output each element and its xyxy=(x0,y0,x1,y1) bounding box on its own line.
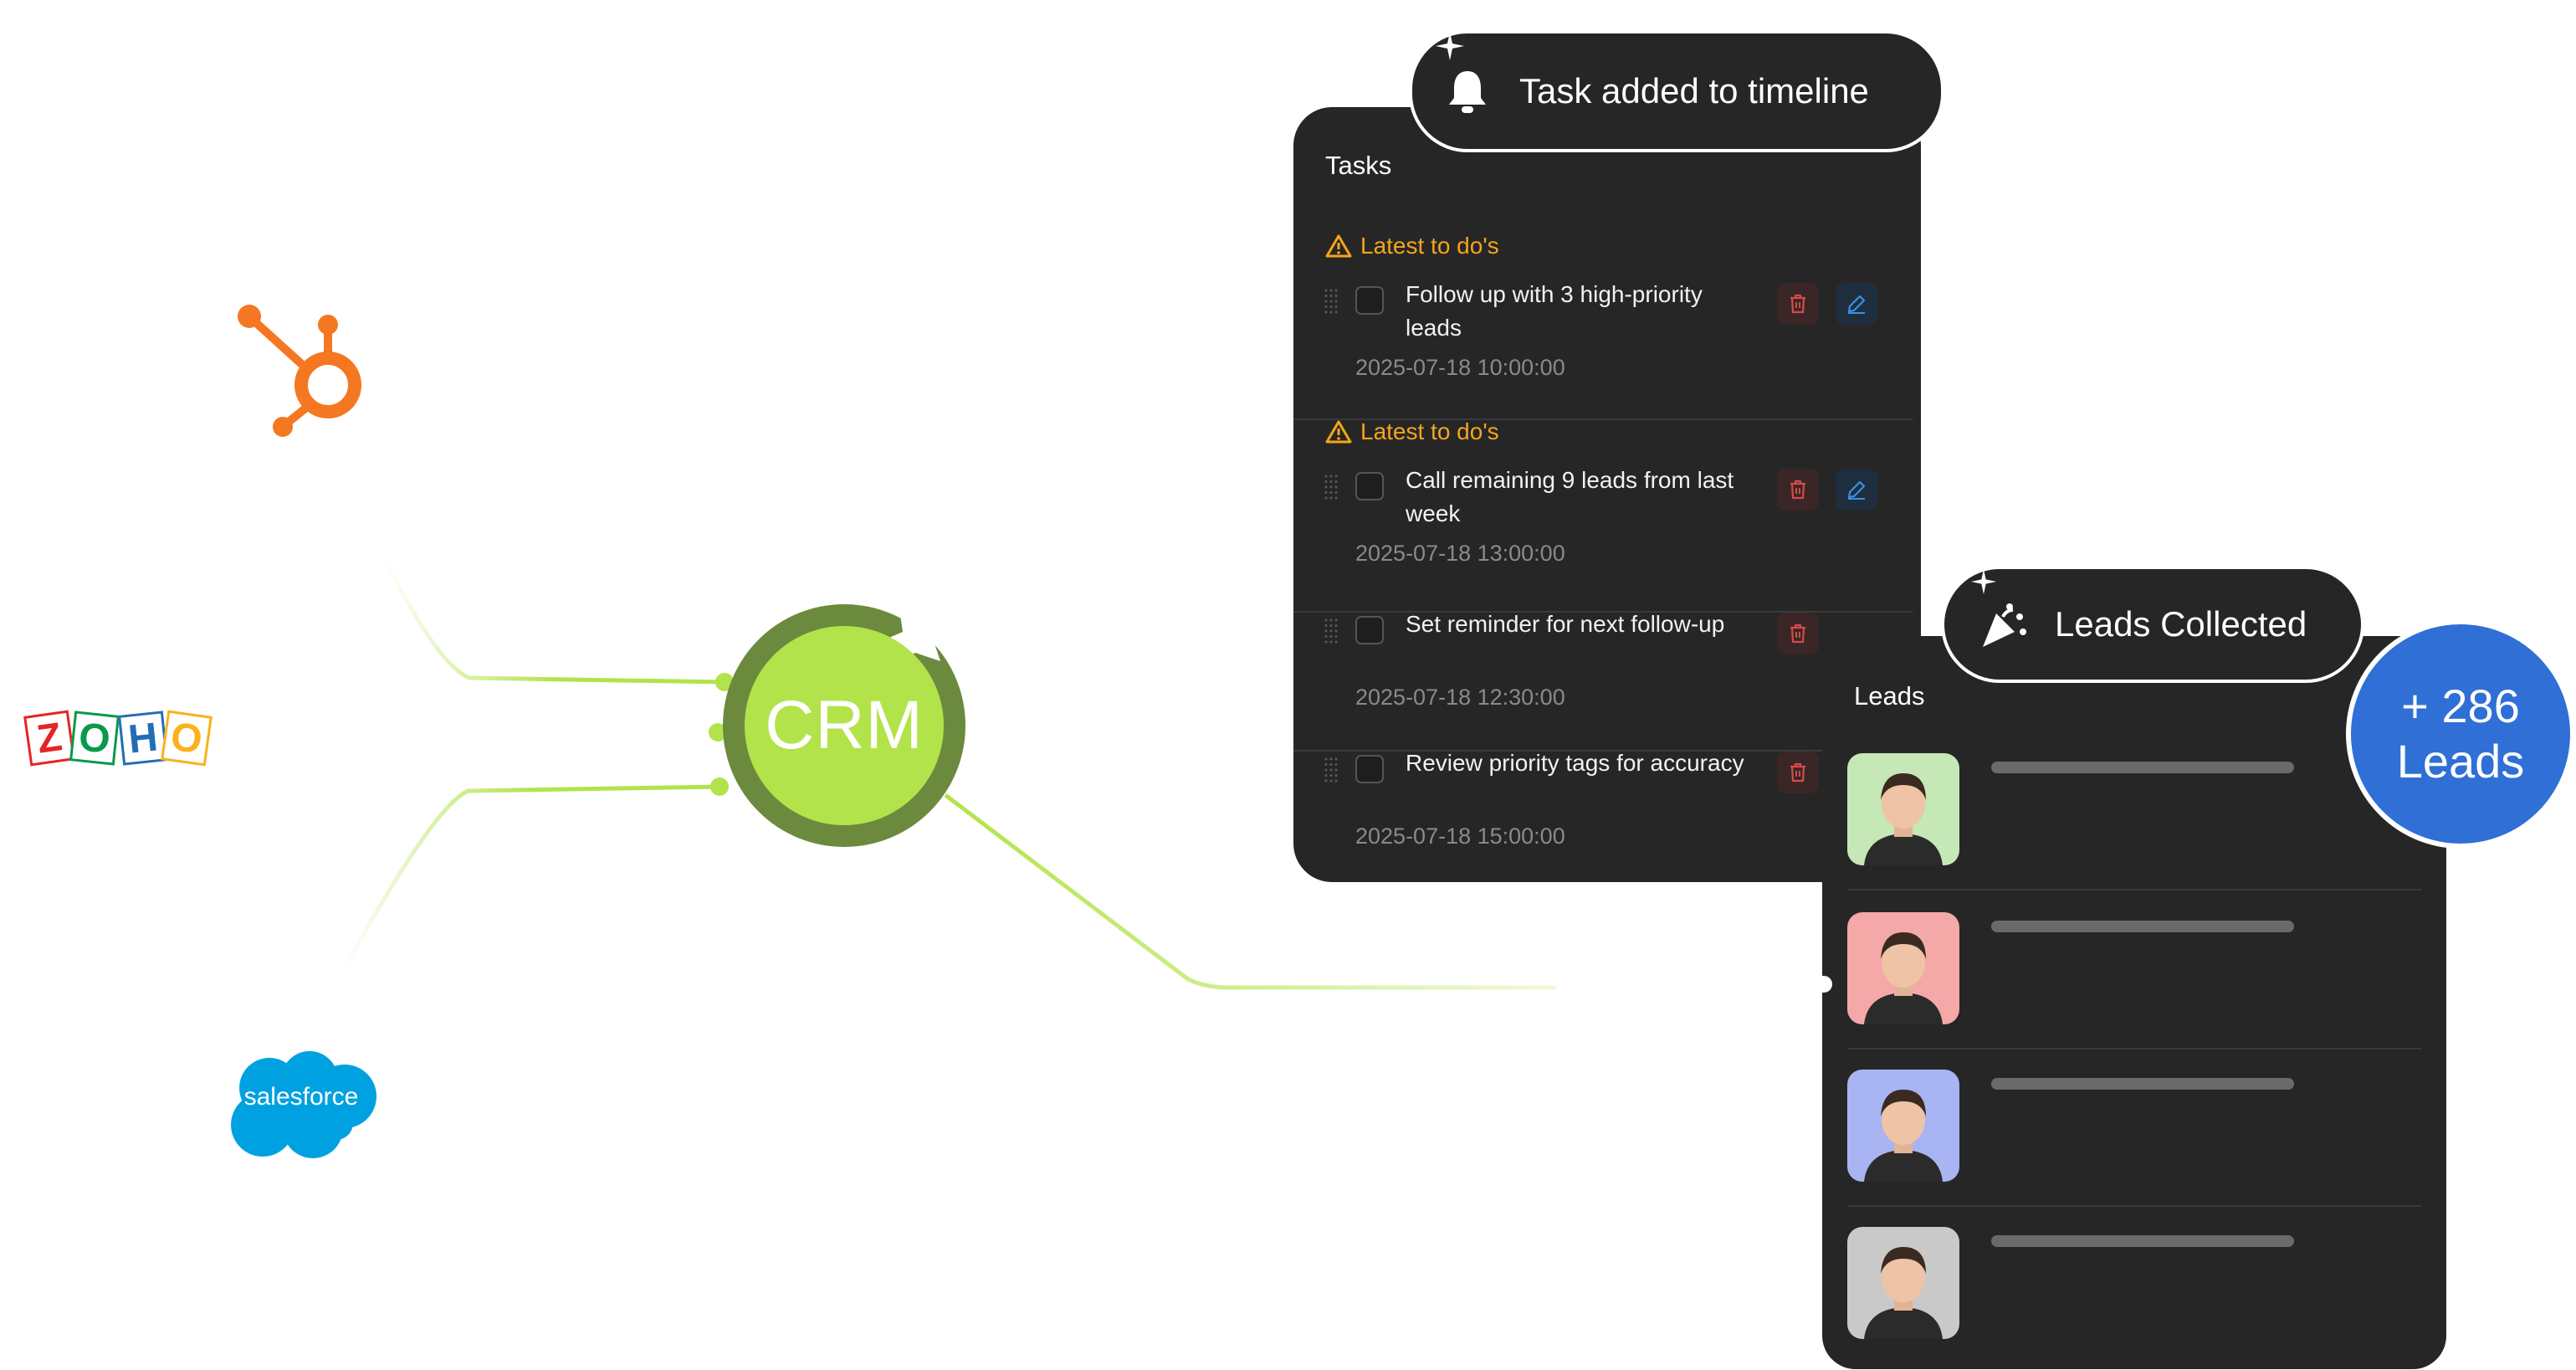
lead-avatar xyxy=(1847,1227,1959,1339)
lead-name-placeholder xyxy=(1991,762,2294,773)
lead-name-placeholder xyxy=(1991,921,2294,932)
leads-count-badge: + 286 Leads xyxy=(2346,619,2575,849)
task-item: Set reminder for next follow-up 2025-07-1… xyxy=(1293,609,1921,748)
lead-name-placeholder xyxy=(1991,1235,2294,1247)
task-time: 2025-07-18 15:00:00 xyxy=(1355,824,1565,849)
task-checkbox[interactable] xyxy=(1355,472,1384,500)
trash-icon xyxy=(1790,623,1805,644)
zoho-letter-tile: O xyxy=(161,710,213,767)
sparkle-icon xyxy=(1971,569,1996,594)
task-divider xyxy=(1293,418,1913,420)
pencil-icon xyxy=(1847,480,1866,500)
tasks-title: Tasks xyxy=(1325,151,1392,180)
lead-row[interactable] xyxy=(1847,753,2421,870)
warning-triangle-icon xyxy=(1325,234,1352,258)
task-warning: Latest to do's xyxy=(1325,233,1499,259)
leads-collected-notification[interactable]: Leads Collected xyxy=(1941,566,2364,683)
sparkle-icon xyxy=(1436,32,1464,60)
person-avatar-icon xyxy=(1864,932,1943,1024)
party-popper-icon xyxy=(1983,603,2026,647)
task-title: Review priority tags for accuracy xyxy=(1406,750,1744,776)
lead-divider xyxy=(1847,889,2421,890)
task-title: Call remaining 9 leads from last week xyxy=(1406,467,1734,526)
zoho-letter-tile: O xyxy=(69,711,120,766)
task-checkbox[interactable] xyxy=(1355,286,1384,315)
warning-triangle-icon xyxy=(1325,420,1352,444)
lead-row[interactable] xyxy=(1847,1227,2421,1344)
lead-name-placeholder xyxy=(1991,1078,2294,1090)
connector-dot-2 xyxy=(709,723,727,741)
hubspot-sprocket-icon xyxy=(238,305,361,437)
salesforce-cloud-icon xyxy=(231,1051,376,1158)
leads-panel: Leads xyxy=(1822,636,2446,1369)
task-time: 2025-07-18 12:30:00 xyxy=(1355,685,1565,710)
crm-hub[interactable]: CRM xyxy=(745,626,944,825)
drag-handle-icon[interactable] xyxy=(1324,757,1340,783)
trash-icon xyxy=(1790,762,1805,782)
task-divider xyxy=(1293,750,1913,752)
task-title: Set reminder for next follow-up xyxy=(1406,611,1725,637)
task-title: Follow up with 3 high-priority leads xyxy=(1406,281,1703,341)
drag-handle-icon[interactable] xyxy=(1324,618,1340,644)
delete-task-button[interactable] xyxy=(1777,283,1819,325)
connector-hubspot xyxy=(382,557,725,685)
connector-leads xyxy=(944,793,1556,990)
task-time: 2025-07-18 13:00:00 xyxy=(1355,541,1565,566)
delete-task-button[interactable] xyxy=(1777,469,1819,511)
drag-handle-icon[interactable] xyxy=(1324,474,1340,500)
leads-title: Leads xyxy=(1854,681,1925,711)
lead-divider xyxy=(1847,1205,2421,1207)
task-time: 2025-07-18 10:00:00 xyxy=(1355,355,1565,380)
pencil-icon xyxy=(1847,295,1866,314)
lead-avatar xyxy=(1847,1070,1959,1182)
connector-endpoint xyxy=(1815,976,1832,993)
lead-divider xyxy=(1847,1048,2421,1049)
person-avatar-icon xyxy=(1864,1090,1943,1182)
task-notification-text: Task added to timeline xyxy=(1519,71,1869,110)
person-avatar-icon xyxy=(1864,773,1943,865)
task-divider xyxy=(1293,611,1913,613)
delete-task-button[interactable] xyxy=(1777,613,1819,654)
person-avatar-icon xyxy=(1864,1247,1943,1339)
delete-task-button[interactable] xyxy=(1777,752,1819,793)
leads-notification-text: Leads Collected xyxy=(2055,604,2307,644)
drag-handle-icon[interactable] xyxy=(1324,288,1340,315)
lead-avatar xyxy=(1847,753,1959,865)
trash-icon xyxy=(1790,480,1805,500)
leads-count-label: Leads xyxy=(2396,735,2525,788)
bell-icon xyxy=(1449,71,1486,113)
leads-count: + 286 xyxy=(2401,680,2520,732)
task-warning: Latest to do's xyxy=(1325,418,1499,445)
trash-icon xyxy=(1790,294,1805,314)
task-checkbox[interactable] xyxy=(1355,616,1384,644)
salesforce-label: salesforce xyxy=(243,1083,359,1111)
zoho-letter-tile: Z xyxy=(23,710,75,767)
lead-row[interactable] xyxy=(1847,912,2421,1029)
lead-row[interactable] xyxy=(1847,1070,2421,1187)
lead-avatar xyxy=(1847,912,1959,1024)
edit-task-button[interactable] xyxy=(1836,283,1877,325)
task-checkbox[interactable] xyxy=(1355,755,1384,783)
task-added-notification[interactable]: Task added to timeline xyxy=(1409,30,1944,152)
task-item: Review priority tags for accuracy 2025-07… xyxy=(1293,748,1921,882)
task-warning-label: Latest to do's xyxy=(1360,418,1499,444)
connector-salesforce xyxy=(341,784,722,972)
edit-task-button[interactable] xyxy=(1836,469,1877,511)
task-warning-label: Latest to do's xyxy=(1360,233,1499,259)
connector-dot-3 xyxy=(710,777,729,796)
